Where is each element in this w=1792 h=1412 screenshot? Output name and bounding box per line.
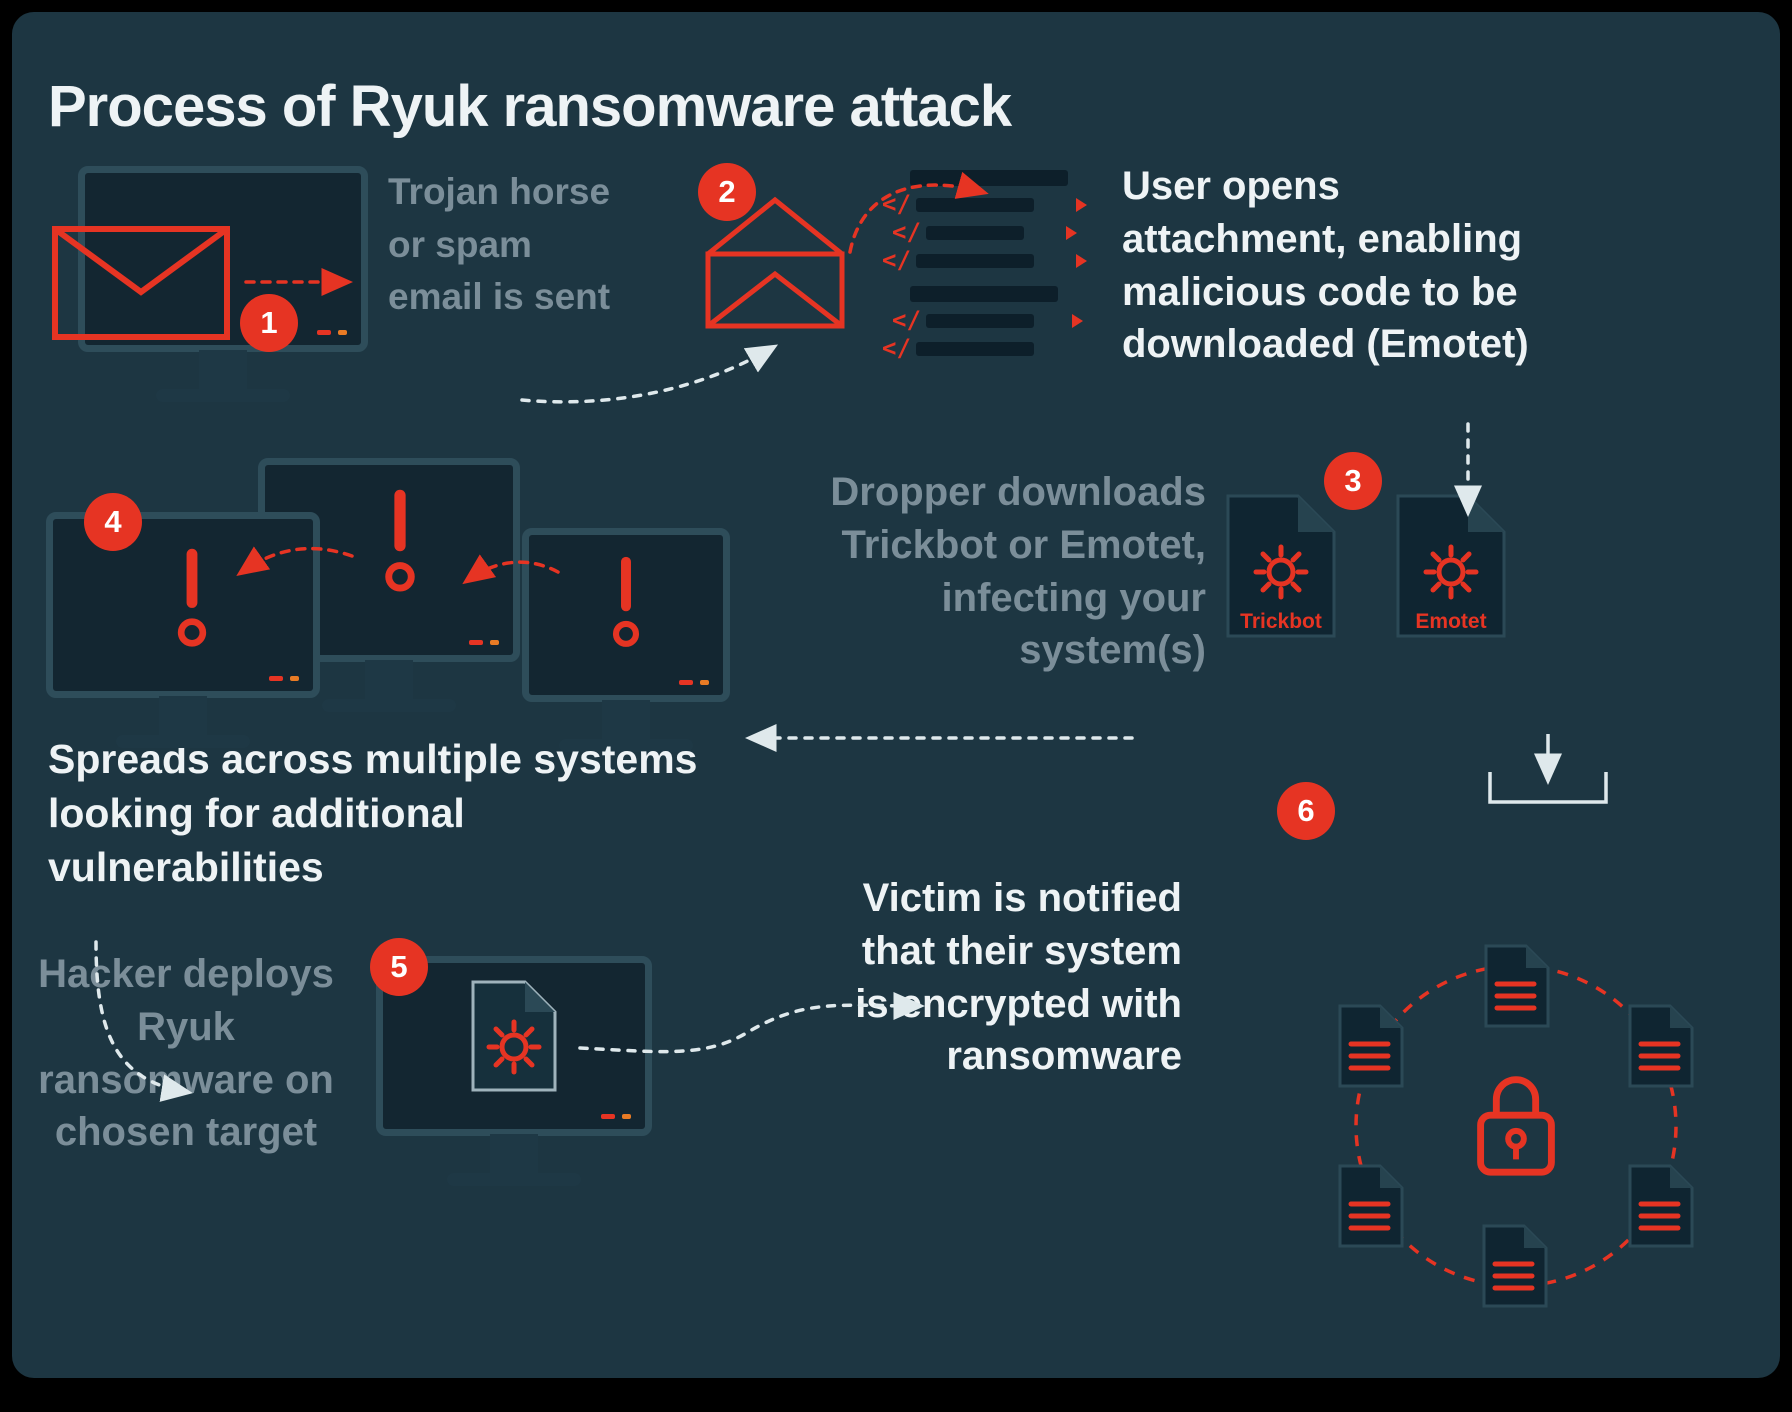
step2-badge: 2 <box>698 163 756 221</box>
svg-text:</: </ <box>882 334 911 362</box>
encrypted-file-icon <box>1626 1002 1696 1090</box>
emotet-file-icon: Emotet <box>1396 494 1506 638</box>
monitor-screen <box>78 166 368 352</box>
ransomware-file-icon <box>471 980 557 1092</box>
monitor-step5 <box>376 956 652 1186</box>
monitor-base <box>116 735 250 748</box>
closed-envelope-icon <box>52 226 230 340</box>
monitor-screen <box>376 956 652 1136</box>
step5-caption: Hacker deploys Ryuk ransomware on chosen… <box>38 952 334 1155</box>
trickbot-file-icon: Trickbot <box>1226 494 1336 638</box>
step4-badge: 4 <box>84 493 142 551</box>
monitor-step1 <box>78 166 368 402</box>
monitor-screen <box>522 528 730 702</box>
encrypted-file-icon <box>1480 1222 1550 1310</box>
screen-dash <box>601 1114 615 1119</box>
trickbot-label: Trickbot <box>1240 610 1322 633</box>
monitor-step4-right <box>522 528 730 752</box>
svg-text:</: </ <box>882 190 911 218</box>
step5-badge: 5 <box>370 938 428 996</box>
screen-dash <box>317 330 331 335</box>
screen-dash <box>679 680 693 685</box>
monitor-stand <box>602 700 650 740</box>
screen-dash <box>622 1114 631 1119</box>
monitor-stand <box>490 1134 538 1174</box>
monitor-base <box>447 1173 581 1186</box>
screen-dash <box>269 676 283 681</box>
screen-dash <box>290 676 299 681</box>
monitor-stand <box>159 696 207 736</box>
open-envelope-icon <box>705 196 845 329</box>
monitor-stand <box>365 660 413 700</box>
encrypted-file-icon <box>1482 942 1552 1030</box>
screen-dash <box>490 640 499 645</box>
step1-caption: Trojan horse or spam email is sent <box>388 171 611 318</box>
exclamation-icon <box>385 489 415 592</box>
malicious-code-icon: </ </ </ </ </ <box>882 170 1087 362</box>
monitor-base <box>156 389 290 402</box>
encrypted-file-icon <box>1336 1002 1406 1090</box>
step3-badge: 3 <box>1324 452 1382 510</box>
step6-badge: 6 <box>1277 782 1335 840</box>
monitor-step4-left <box>46 512 320 748</box>
step1-badge: 1 <box>240 294 298 352</box>
svg-text:</: </ <box>892 218 921 246</box>
screen-dash <box>469 640 483 645</box>
monitor-stand <box>199 350 247 390</box>
encrypted-file-icon <box>1336 1162 1406 1250</box>
screen-dash <box>338 330 347 335</box>
step6-caption: Victim is notified that their system is … <box>855 876 1182 1079</box>
page-title: Process of Ryuk ransomware attack <box>48 73 1012 139</box>
emotet-label: Emotet <box>1415 610 1486 633</box>
monitor-base <box>322 699 456 712</box>
screen-dash <box>700 680 709 685</box>
step2-caption: User opens attachment, enabling maliciou… <box>1122 164 1529 367</box>
monitor-screen <box>46 512 320 698</box>
exclamation-icon <box>178 548 207 647</box>
step4-caption: Spreads across multiple systems looking … <box>48 736 698 891</box>
lock-icon <box>1477 1076 1555 1176</box>
monitor-base <box>559 739 693 752</box>
encrypted-file-icon <box>1626 1162 1696 1250</box>
exclamation-icon <box>612 556 639 647</box>
step3-caption: Dropper downloads Trickbot or Emotet, in… <box>830 470 1206 673</box>
svg-text:</: </ <box>882 246 911 274</box>
svg-text:</: </ <box>892 306 921 334</box>
